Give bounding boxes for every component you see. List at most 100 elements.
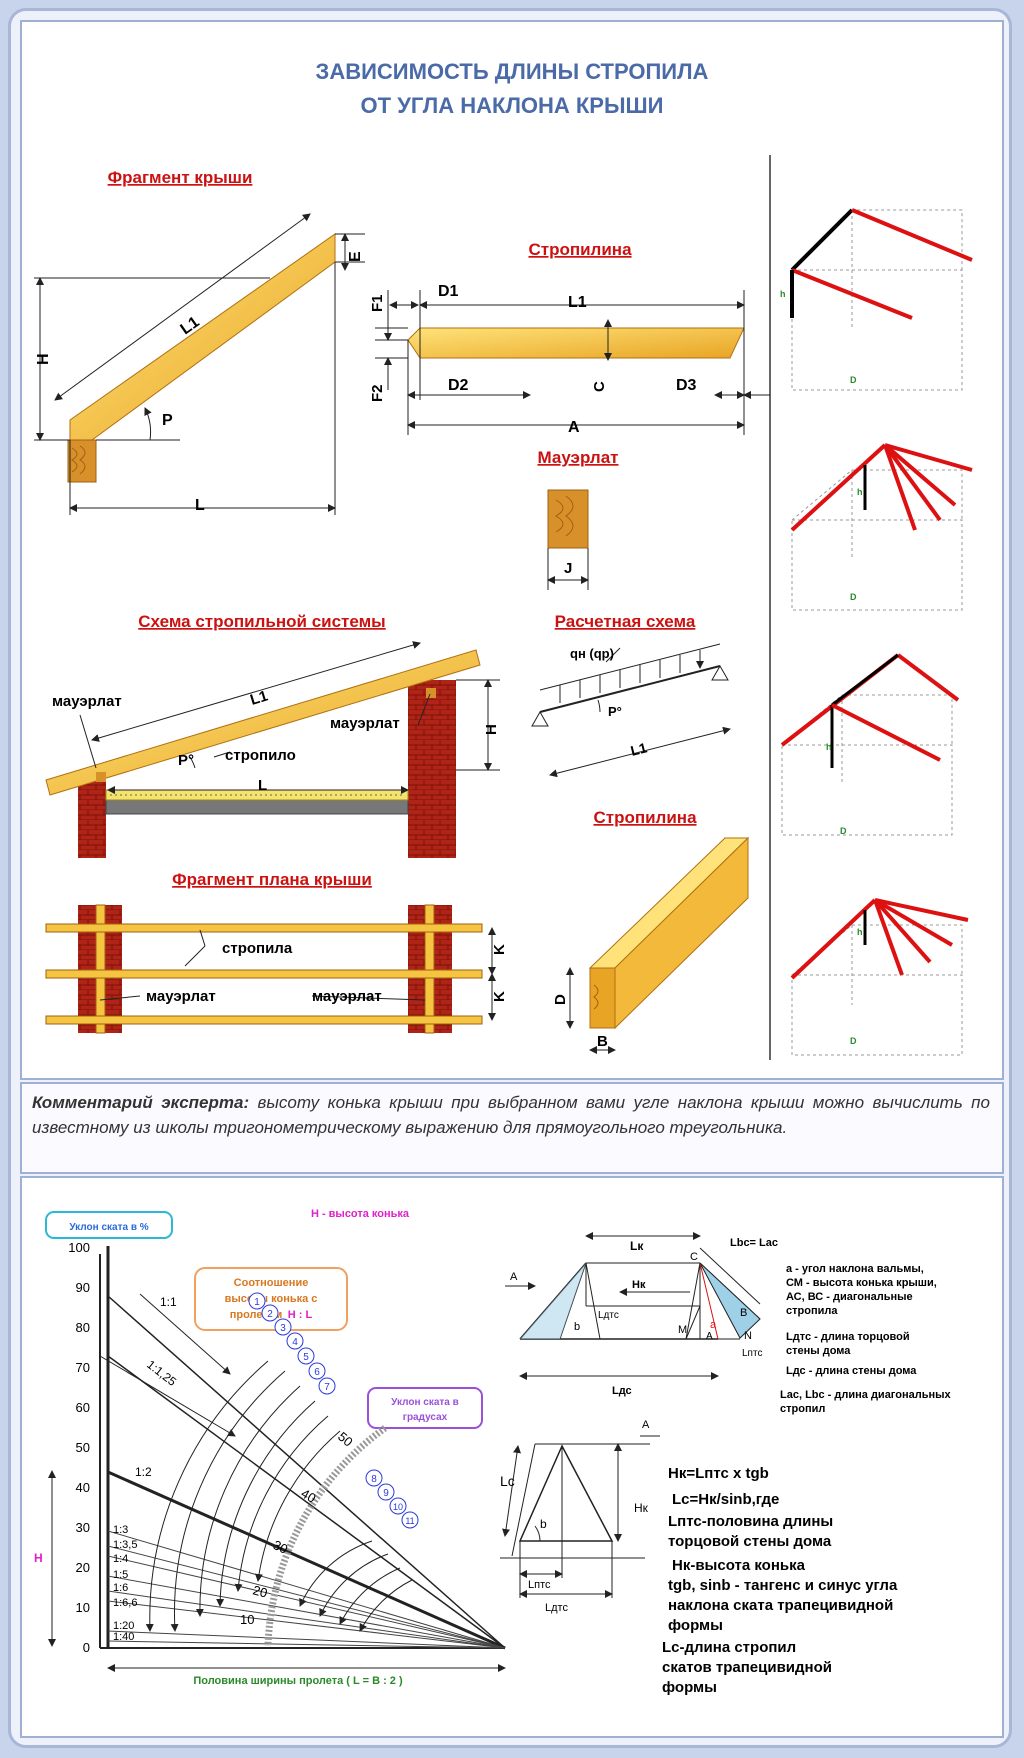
label-mauerlat-plan-left: мауэрлат — [146, 988, 216, 1005]
x-caption: Половина ширины пролета ( L = В : 2 ) — [193, 1675, 403, 1687]
ytick-10: 0 — [83, 1640, 90, 1655]
ratio-labels: 1:1 1:1,25 1:2 1:3 1:3,5 1:4 1:5 1:6 1:6… — [113, 1295, 179, 1643]
rafter-system-title: Схема стропильной системы — [138, 612, 385, 631]
hip-note-0: a - угол наклона вальмы, — [786, 1263, 924, 1275]
num-7: 7 — [324, 1382, 330, 1393]
hip-A-arrow: A — [510, 1271, 518, 1283]
ratio-4: 1:3,5 — [113, 1539, 137, 1551]
ratio-7: 1:6 — [113, 1582, 128, 1594]
ytick-0: 100 — [68, 1240, 90, 1255]
hip-note-6: Lдс - длина стены дома — [786, 1365, 917, 1377]
ridge-height-label: Н - высота конька — [311, 1208, 410, 1220]
label-L-a: L — [195, 497, 205, 514]
hip-note-3: стропила — [786, 1305, 838, 1317]
title-line-1: ЗАВИСИМОСТЬ ДЛИНЫ СТРОПИЛА — [315, 59, 709, 84]
hip-notes: a - угол наклона вальмы, СМ - высота кон… — [780, 1263, 952, 1415]
comment-text: высоту конька крыши при выбранном вами у… — [32, 1093, 990, 1137]
label-mauerlat-left: мауэрлат — [52, 693, 122, 710]
degrees-box-1: Уклон ската в — [391, 1397, 459, 1408]
ytick-6: 40 — [76, 1480, 90, 1495]
ratio-box-ratio: Н : L — [288, 1309, 313, 1321]
label-K-a: K — [491, 944, 508, 955]
degrees-box — [367, 1387, 483, 1429]
num-6: 6 — [314, 1367, 320, 1378]
ratio-5: 1:4 — [113, 1553, 128, 1565]
formula-1: Lc=Нк/sinb,где — [672, 1491, 779, 1508]
box4-h: h — [857, 927, 863, 937]
brick-wall-left — [78, 780, 106, 858]
box4-D: D — [850, 1036, 857, 1046]
degree-ticks: 50 40 30 20 10 — [240, 1429, 356, 1627]
ratio-6: 1:5 — [113, 1569, 128, 1581]
label-F1: F1 — [369, 294, 386, 312]
hip-note-1: СМ - высота конька крыши, — [786, 1277, 937, 1289]
slope-chart — [48, 1246, 506, 1672]
hip-Ldtc: Lдтс — [598, 1310, 619, 1321]
ytick-4: 60 — [76, 1400, 90, 1415]
num-3: 3 — [280, 1323, 286, 1334]
hip-B: B — [740, 1307, 747, 1319]
label-mauerlat-plan-right: мауэрлат — [312, 988, 382, 1005]
formula-0: Нк=Lптс x tgb — [668, 1465, 769, 1482]
label-D-beam: D — [552, 994, 569, 1005]
roof-fragment-title: Фрагмент крыши — [108, 168, 253, 187]
ratio-0: 1:1 — [160, 1295, 177, 1309]
hip-roof-drawing — [505, 1232, 761, 1380]
label-mauerlat-right: мауэрлат — [330, 715, 400, 732]
hip-Ldc: Lдс — [612, 1385, 632, 1397]
box2-h: h — [857, 487, 863, 497]
ratio-3: 1:3 — [113, 1524, 128, 1536]
rafter-title: Стропилина — [528, 240, 632, 259]
box2-D: D — [850, 592, 857, 602]
ratio-box — [194, 1267, 348, 1331]
ytick-8: 20 — [76, 1560, 90, 1575]
ytick-9: 10 — [76, 1600, 90, 1615]
brick-wall-right — [408, 680, 456, 858]
calc-scheme-drawing — [531, 643, 731, 778]
roof-fragment-drawing — [34, 213, 365, 515]
degrees-box-2: градусах — [403, 1412, 448, 1423]
h-axis-label: Н — [34, 1551, 43, 1565]
ytick-3: 70 — [76, 1360, 90, 1375]
label-J: J — [564, 560, 572, 577]
label-q: qн (qр) — [570, 646, 614, 661]
label-L-c: L — [258, 777, 267, 794]
num-11: 11 — [405, 1516, 414, 1526]
box3-h: h — [826, 742, 832, 752]
calc-scheme-title: Расчетная схема — [555, 612, 696, 631]
num-4: 4 — [292, 1337, 298, 1348]
formula-8: Lc-длина стропил — [662, 1639, 796, 1656]
legend-percent: Уклон ската в % — [69, 1222, 148, 1233]
box1-h: h — [780, 289, 786, 299]
hip-a: a — [710, 1319, 717, 1331]
hip-note-4: Lдтс - длина торцовой — [786, 1331, 910, 1343]
label-P: P — [162, 412, 173, 429]
tri-Hk: Нк — [634, 1501, 649, 1515]
deg-30: 30 — [271, 1537, 290, 1557]
deg-20: 20 — [251, 1582, 269, 1600]
label-L1-b: L1 — [568, 294, 587, 311]
num-5: 5 — [303, 1352, 309, 1363]
label-B-beam: B — [597, 1033, 608, 1050]
tri-Lptc: Lптс — [528, 1579, 551, 1591]
hip-note-5: стены дома — [786, 1345, 851, 1357]
bottom-diagrams: Уклон ската в % Н - высота конька Соотно… — [34, 1208, 952, 1696]
roof-box-2: h D — [790, 443, 973, 611]
ratio-10: 1:40 — [113, 1631, 134, 1643]
formula-6: наклона ската трапецивидной — [668, 1597, 893, 1614]
box1-D: D — [850, 375, 857, 385]
ytick-1: 90 — [76, 1280, 90, 1295]
formula-4: Нк-высота конька — [672, 1557, 806, 1574]
hip-C: C — [690, 1251, 698, 1263]
hip-Lptc: Lптс — [742, 1348, 762, 1359]
label-F2: F2 — [369, 384, 386, 402]
label-D1: D1 — [438, 283, 459, 300]
legend-percent-box — [45, 1211, 173, 1239]
label-E: E — [347, 251, 364, 262]
num-2: 2 — [267, 1309, 273, 1320]
label-D3: D3 — [676, 377, 697, 394]
num-10: 10 — [393, 1502, 403, 1512]
roof-box-4: h D — [790, 898, 969, 1056]
label-L1-c: L1 — [248, 687, 270, 708]
label-K-b: K — [491, 991, 508, 1002]
